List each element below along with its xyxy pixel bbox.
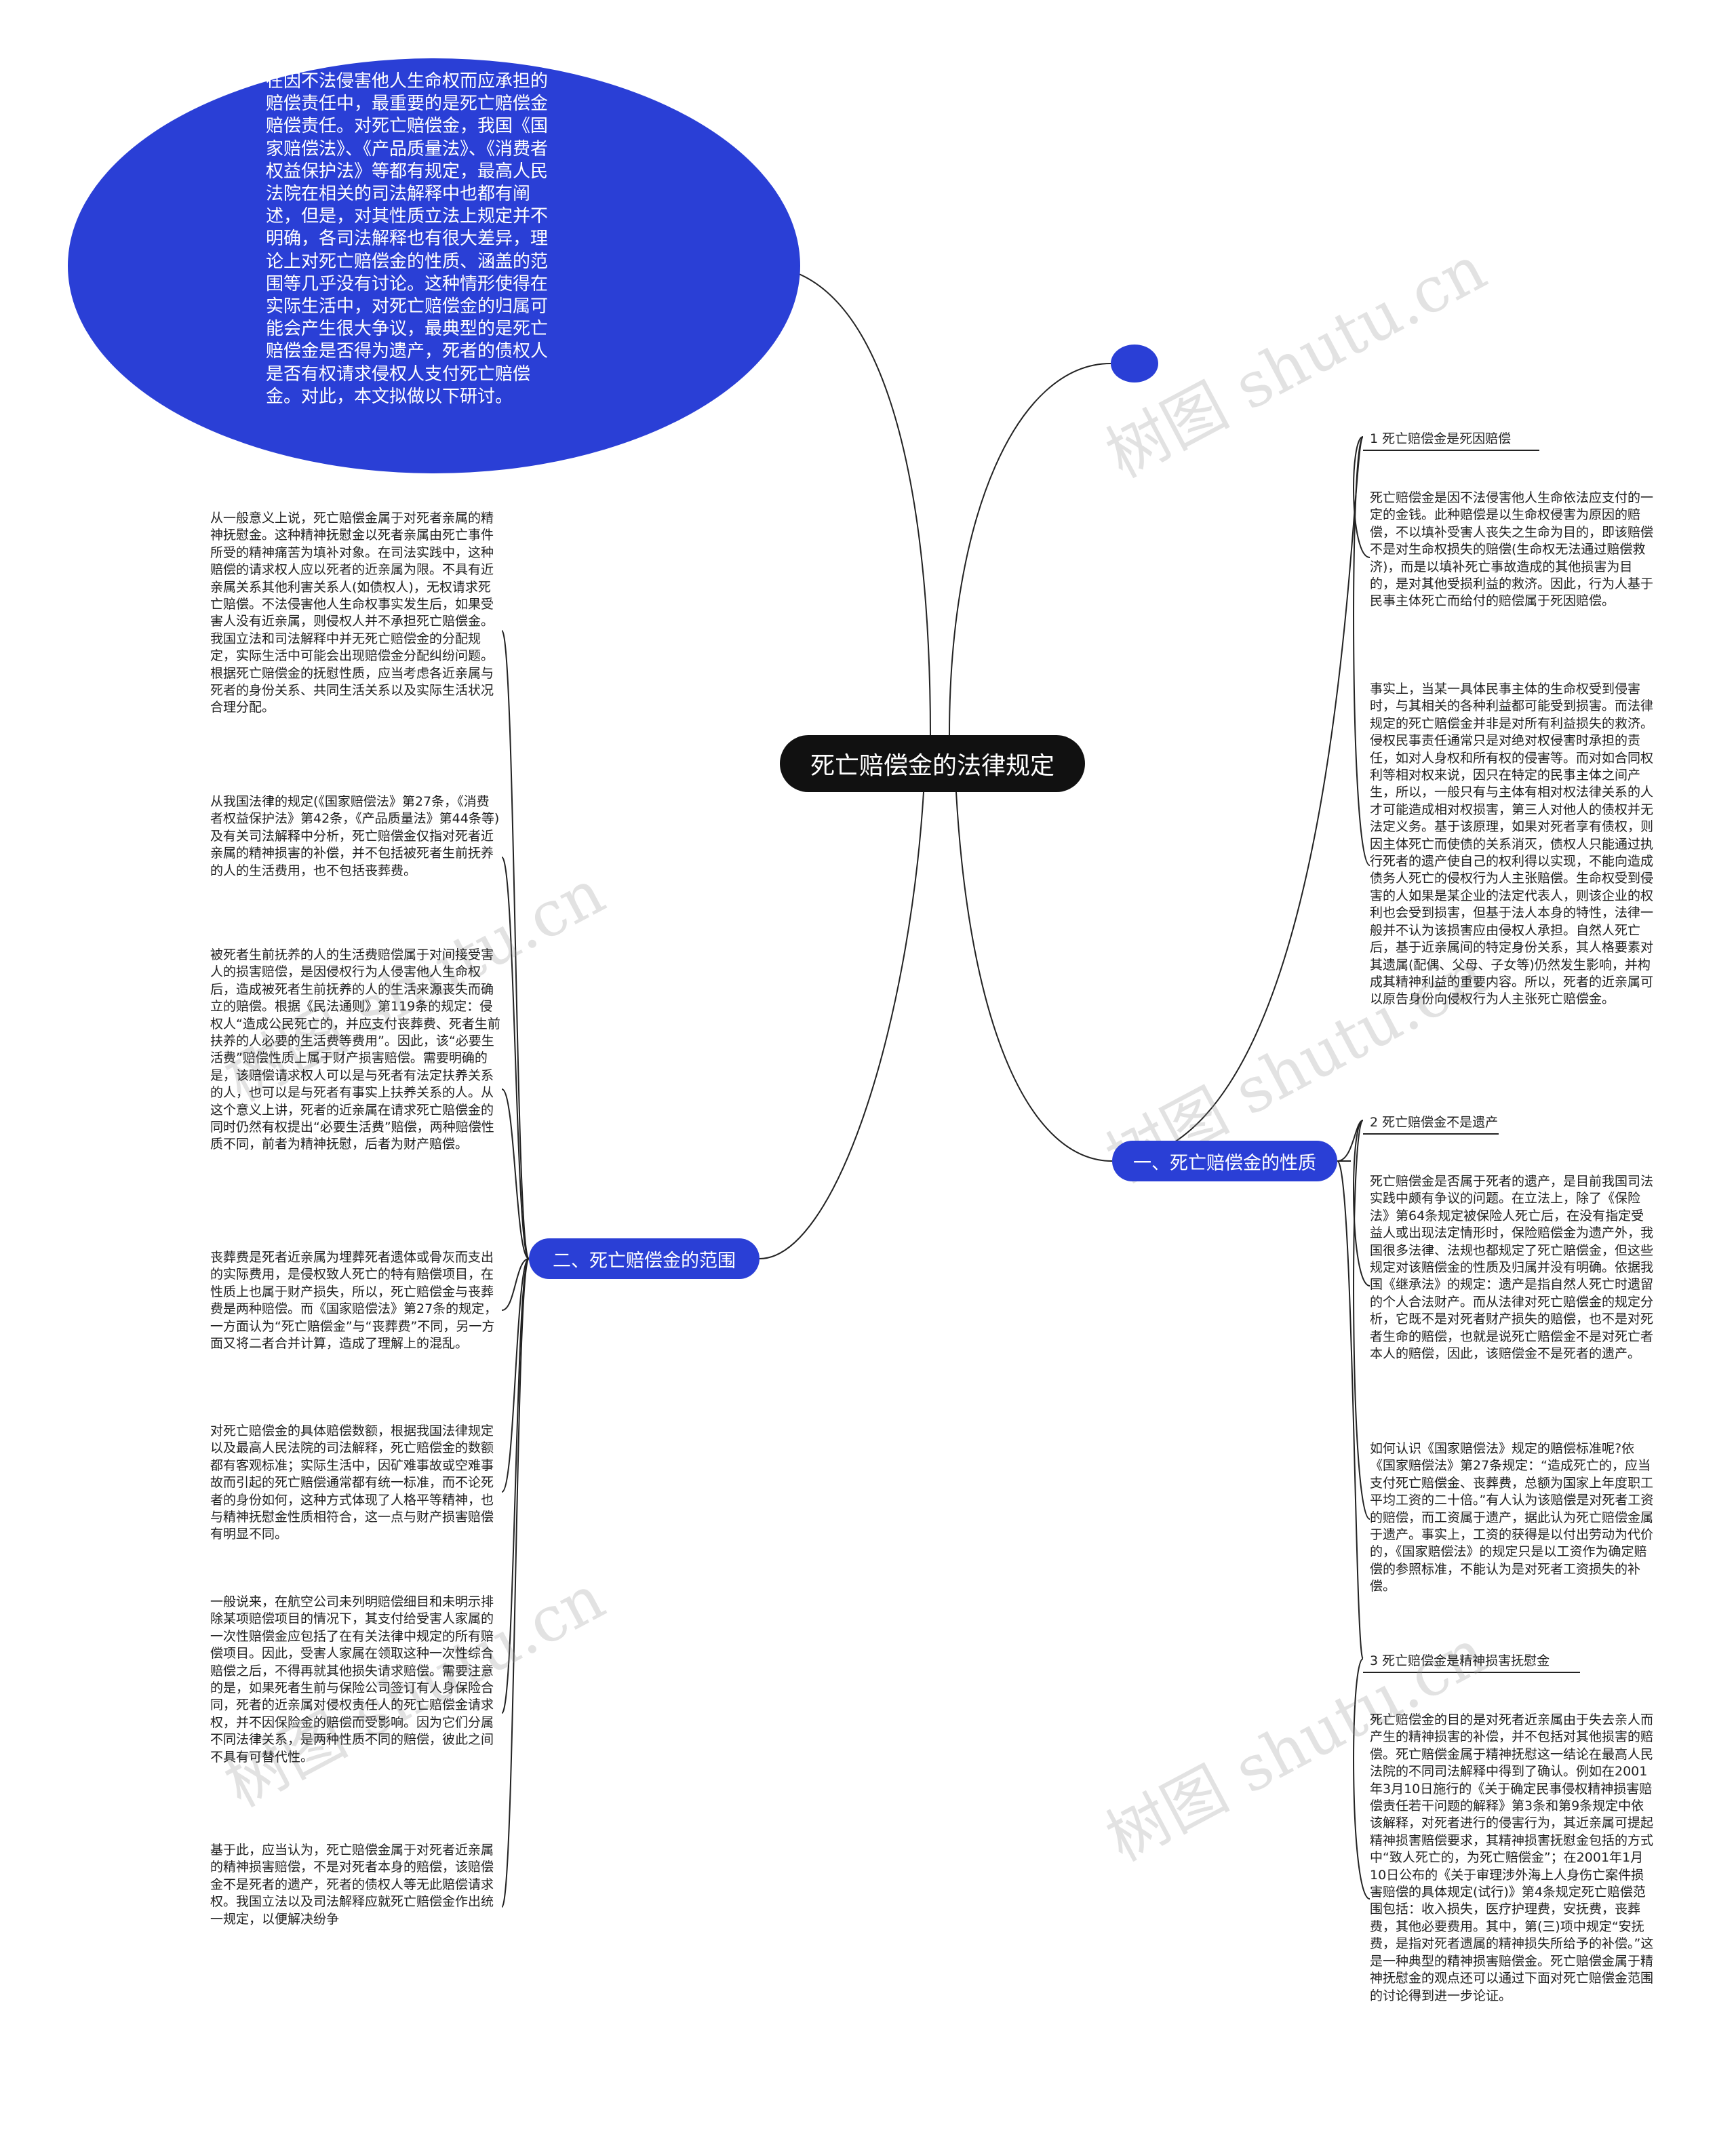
edge-root-dot <box>949 363 1111 736</box>
edge-sub2-leaf3 <box>1353 1120 1370 1286</box>
leaf-scope-5: 对死亡赔偿金的具体赔偿数额，根据我国法律规定以及最高人民法院的司法解释，死亡赔偿… <box>210 1423 494 1542</box>
leaf-scope-6: 一般说来，在航空公司未列明赔偿细目和未明示排除某项赔偿项目的情况下，其支付给受害… <box>210 1594 494 1765</box>
edge-scope-leaf3 <box>501 1088 530 1259</box>
leaf-scope-7: 基于此，应当认为，死亡赔偿金属于对死者近亲属的精神损害赔偿，不是对死者本身的赔偿… <box>210 1843 494 1927</box>
edge-sub1-leaf2 <box>1353 436 1370 866</box>
edge-nature-sub3 <box>1337 1160 1364 1659</box>
leaf-nature-1: 死亡赔偿金是因不法侵害他人生命依法应支付的一定的金钱。此种赔偿是以生命权侵害为原… <box>1370 490 1654 609</box>
leaf-nature-2: 事实上，当某一具体民事主体的生命权受到侵害时，与其相关的各种利益都可能受到损害。… <box>1370 682 1654 1007</box>
edge-root-nature <box>955 791 1113 1162</box>
edge-scope-leaf1 <box>501 630 530 1259</box>
branch-scope-label: 二、死亡赔偿金的范围 <box>553 1250 736 1272</box>
leaf-nature-3: 死亡赔偿金是否属于死者的遗产，是目前我国司法实践中颇有争议的问题。在立法上，除了… <box>1370 1174 1654 1362</box>
edge-sub1-leaf1 <box>1353 436 1370 558</box>
edge-scope-leaf7 <box>501 1258 530 1908</box>
leaf-scope-4: 丧葬费是死者近亲属为埋葬死者遗体或骨灰而支出的实际费用，是侵权致人死亡的特有赔偿… <box>210 1250 498 1352</box>
edge-sub3-leaf5 <box>1353 1658 1370 1900</box>
edge-scope-leaf2 <box>501 857 530 1259</box>
branch-scope[interactable]: 二、死亡赔偿金的范围 <box>529 1238 760 1279</box>
edge-scope-leaf5 <box>501 1258 530 1493</box>
leaf-scope-1: 从一般意义上说，死亡赔偿金属于对死者亲属的精神抚慰金。这种精神抚慰金以死者亲属由… <box>210 511 494 715</box>
subtopic-not-estate[interactable]: 2 死亡赔偿金不是遗产 <box>1370 1115 1499 1130</box>
root-node[interactable]: 死亡赔偿金的法律规定 <box>780 735 1085 792</box>
edge-root-intro <box>759 265 931 736</box>
branch-nature-label: 一、死亡赔偿金的性质 <box>1133 1152 1316 1174</box>
root-title: 死亡赔偿金的法律规定 <box>810 752 1054 780</box>
branch-nature[interactable]: 一、死亡赔偿金的性质 <box>1112 1141 1337 1181</box>
edge-scope-leaf4 <box>501 1258 530 1311</box>
edge-nature-sub1 <box>1111 436 1364 1162</box>
intro-text: 在因不法侵害他人生命权而应承担的赔偿责任中，最重要的是死亡赔偿金赔偿责任。对死亡… <box>266 71 549 407</box>
subtopic-mental-damage[interactable]: 3 死亡赔偿金是精神损害抚慰金 <box>1370 1653 1550 1668</box>
intro-node[interactable] <box>68 58 800 473</box>
edge-sub2-leaf4 <box>1353 1120 1370 1520</box>
leaf-scope-3: 被死者生前抚养的人的生活费赔偿属于对间接受害人的损害赔偿，是因侵权行为人侵害他人… <box>210 947 500 1152</box>
leaf-scope-2: 从我国法律的规定(《国家赔偿法》第27条，《消费者权益保护法》第42条，《产品质… <box>210 794 500 878</box>
leaf-nature-4: 如何认识《国家赔偿法》规定的赔偿标准呢?依《国家赔偿法》第27条规定：“造成死亡… <box>1370 1441 1654 1594</box>
empty-node[interactable] <box>1111 345 1158 382</box>
leaf-nature-5: 死亡赔偿金的目的是对死者近亲属由于失去亲人而产生的精神损害的补偿，并不包括对其他… <box>1370 1712 1654 2003</box>
edge-scope-leaf6 <box>501 1258 530 1714</box>
edge-root-scope <box>759 791 924 1259</box>
subtopic-death-cause[interactable]: 1 死亡赔偿金是死因赔偿 <box>1370 431 1512 446</box>
